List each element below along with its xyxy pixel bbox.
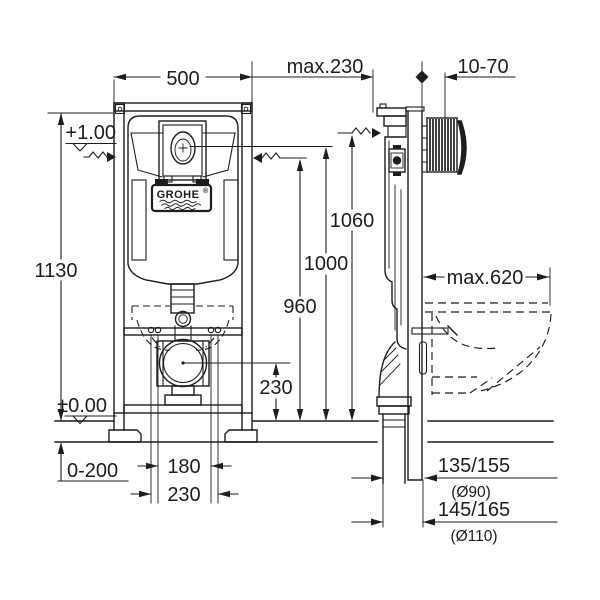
adjustable-feet	[108, 412, 258, 443]
dim-230-bottom: 230	[130, 484, 239, 506]
actuation-plate	[456, 120, 467, 175]
dim-label-960: 960	[283, 296, 316, 318]
dim-label-230-bottom: 230	[167, 484, 200, 506]
grohe-logo-plate: GROHE ®	[150, 179, 213, 213]
dim-230-outlet: 230	[182, 362, 293, 421]
front-view: GROHE ®	[108, 102, 258, 443]
dim-label-0-200: 0-200	[67, 460, 118, 482]
level-triangle	[71, 415, 89, 425]
dim-label-145-165: 145/165	[438, 499, 510, 521]
floor-lines	[54, 420, 554, 443]
rail-clip	[418, 341, 428, 375]
level-plus-1: +1.00	[65, 122, 117, 152]
outlet-assembly	[156, 338, 210, 406]
drain-extension-lines	[382, 479, 424, 528]
dim-label-max620: max.620	[447, 267, 524, 289]
wall-bracket	[376, 103, 407, 138]
dim-135-155: 135/155 (Ø90)	[351, 455, 558, 501]
toilet-bowl-dashed	[425, 302, 552, 395]
level-label-plus1: +1.00	[65, 122, 116, 144]
corner-fixing-tab	[240, 103, 252, 115]
dim-180: 180	[137, 456, 232, 478]
foot-plate	[224, 429, 258, 443]
corner-fixing-tab	[114, 103, 126, 115]
side-channel	[223, 179, 239, 261]
wall-plane-marker	[415, 70, 429, 84]
dim-max-230: max.230	[236, 56, 374, 113]
dim-10-70: 10-70	[415, 56, 516, 119]
wall-break-arrows	[83, 151, 307, 163]
frame-rail	[405, 61, 428, 481]
dim-label-1060: 1060	[330, 210, 375, 232]
registered-mark: ®	[203, 187, 209, 195]
pipe-connector	[174, 310, 192, 328]
frame	[113, 102, 253, 414]
flush-pipe	[170, 283, 195, 342]
level-zero: ±0.00	[57, 395, 117, 425]
side-view	[376, 61, 552, 484]
bolt-extension-lines	[150, 335, 219, 504]
dim-label-dia90: (Ø90)	[451, 484, 491, 501]
service-opening-dashed	[131, 305, 234, 351]
dim-max-620: max.620	[423, 267, 551, 306]
dim-label-dia110: (Ø110)	[450, 528, 497, 545]
dim-1060: 1060	[330, 127, 381, 421]
flush-sleeve	[421, 117, 458, 173]
flush-window	[158, 120, 207, 183]
cistern	[127, 115, 239, 285]
fixing-bolt-holes	[147, 326, 222, 334]
dim-width-500: 500	[113, 61, 253, 104]
foot-plate	[108, 429, 142, 443]
dim-label-135-155: 135/155	[438, 455, 510, 477]
drain-pipe	[376, 341, 412, 484]
level-label-zero: ±0.00	[57, 395, 107, 417]
flush-rod-oval	[170, 131, 196, 165]
dim-label-10-70: 10-70	[457, 56, 508, 78]
dim-960: 960	[283, 159, 317, 421]
dim-0-200: 0-200	[57, 442, 129, 482]
cistern-profile	[384, 136, 407, 350]
level-triangle	[71, 142, 89, 152]
side-channel	[131, 179, 147, 261]
brand-logo-text: GROHE	[157, 189, 200, 201]
logo-waves	[159, 199, 197, 204]
dimensions: 500 max.230 10-70 1130 +1.00	[34, 56, 558, 545]
fixing-stud	[411, 325, 458, 336]
dim-label-1130: 1130	[34, 260, 77, 282]
dim-label-500: 500	[166, 68, 199, 90]
dim-145-165: 145/165 (Ø110)	[351, 499, 558, 545]
dim-label-max230: max.230	[287, 56, 364, 78]
dim-label-180: 180	[167, 456, 200, 478]
dim-1000: 1000	[189, 146, 349, 421]
dim-height-1130: 1130	[34, 112, 115, 422]
dim-label-230-outlet: 230	[259, 377, 292, 399]
dim-label-1000: 1000	[304, 253, 349, 275]
